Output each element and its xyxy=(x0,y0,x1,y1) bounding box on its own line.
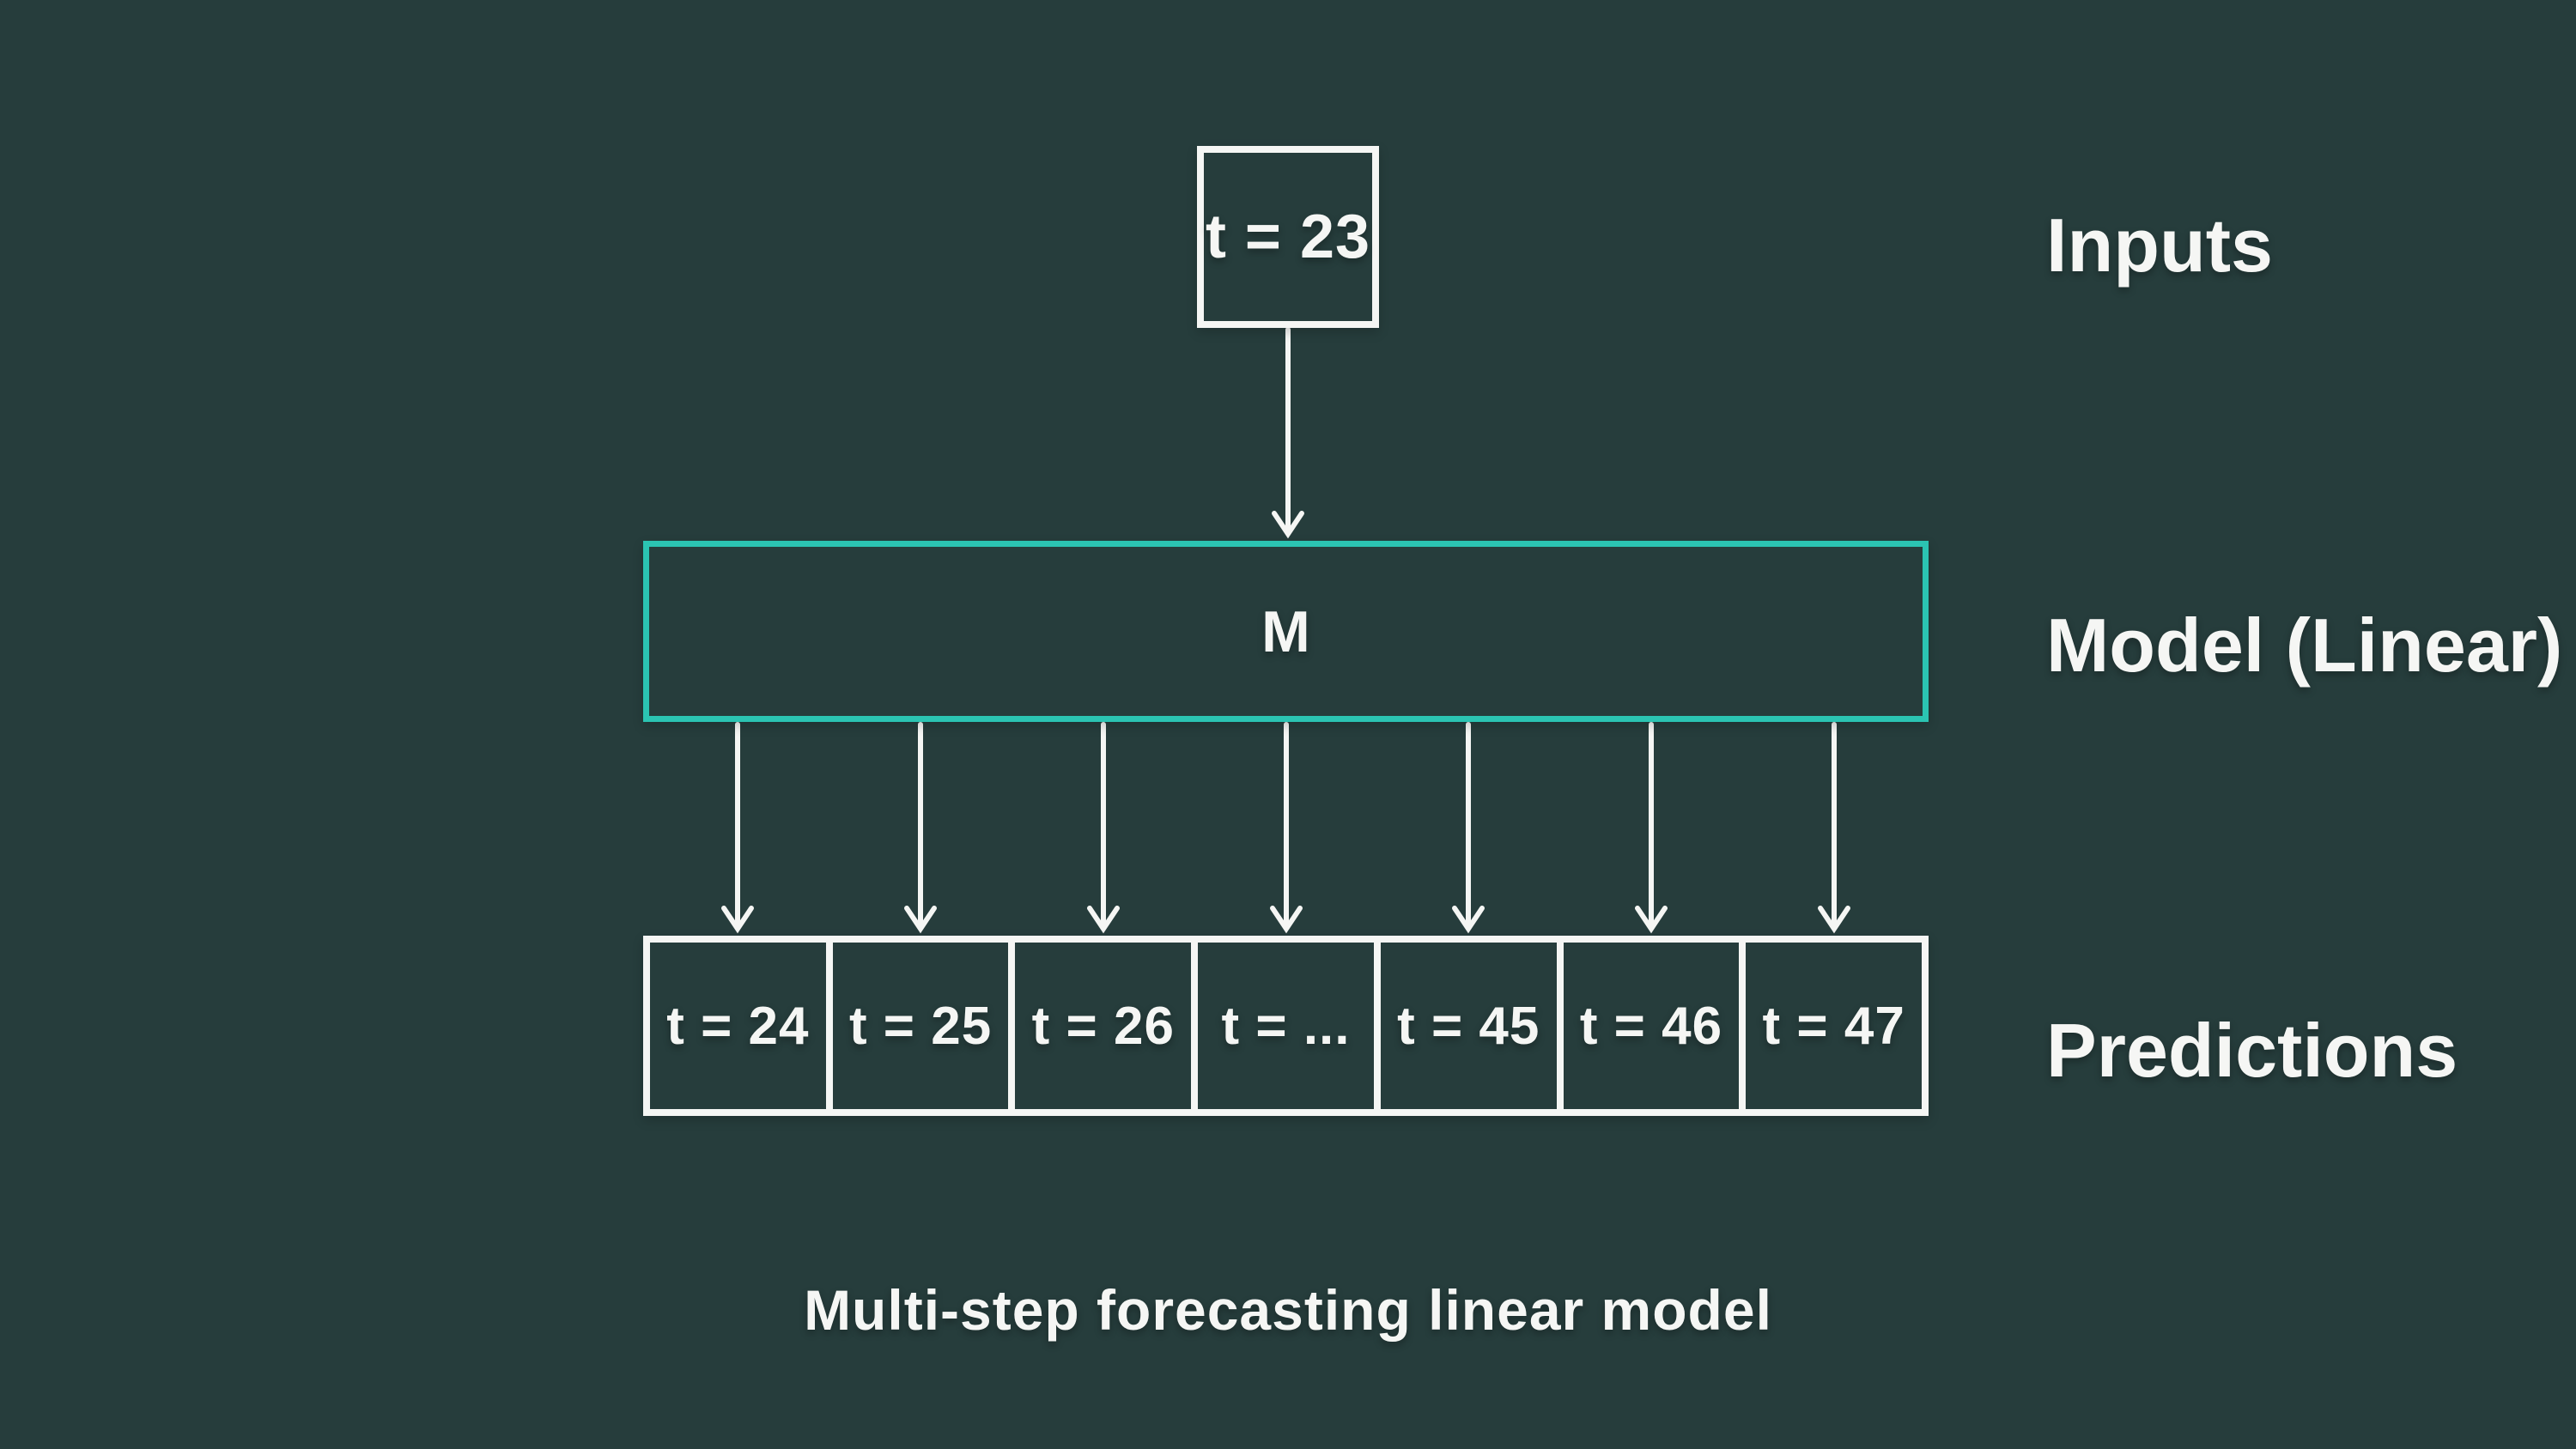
prediction-box: t = 26 xyxy=(1008,943,1191,1109)
prediction-box: t = 25 xyxy=(825,943,1009,1109)
model-to-prediction-arrow xyxy=(1635,722,1668,934)
model-label: Model (Linear) xyxy=(2046,603,2563,688)
predictions-label: Predictions xyxy=(2046,1008,2458,1093)
inputs-label: Inputs xyxy=(2046,203,2273,288)
prediction-box: t = 47 xyxy=(1739,943,1922,1109)
model-to-prediction-arrow xyxy=(721,722,754,934)
prediction-box-label: t = 46 xyxy=(1579,996,1723,1056)
prediction-box-label: t = 45 xyxy=(1397,996,1540,1056)
model-box: M xyxy=(643,541,1929,722)
prediction-box: t = 45 xyxy=(1373,943,1557,1109)
prediction-box-label: t = 47 xyxy=(1762,996,1905,1056)
model-to-prediction-arrow xyxy=(1270,722,1303,934)
prediction-box-label: t = 26 xyxy=(1031,996,1175,1056)
model-box-label: M xyxy=(1261,598,1310,664)
prediction-box-label: t = 24 xyxy=(666,996,810,1056)
prediction-box: t = 24 xyxy=(650,943,826,1109)
prediction-box: t = ... xyxy=(1191,943,1374,1109)
input-box: t = 23 xyxy=(1197,146,1379,328)
model-to-prediction-arrow xyxy=(1452,722,1485,934)
prediction-box: t = 46 xyxy=(1556,943,1740,1109)
model-to-prediction-arrow xyxy=(1087,722,1120,934)
prediction-box-label: t = ... xyxy=(1221,996,1351,1056)
model-to-prediction-arrow xyxy=(904,722,937,934)
input-box-label: t = 23 xyxy=(1205,203,1371,271)
input-to-model-arrow xyxy=(1272,327,1304,539)
diagram-caption: Multi-step forecasting linear model xyxy=(804,1278,1772,1342)
prediction-box-label: t = 25 xyxy=(848,996,993,1056)
predictions-row: t = 24 t = 25 t = 26 t = ... t = 45 t = … xyxy=(643,936,1929,1116)
model-to-prediction-arrow xyxy=(1818,722,1850,934)
